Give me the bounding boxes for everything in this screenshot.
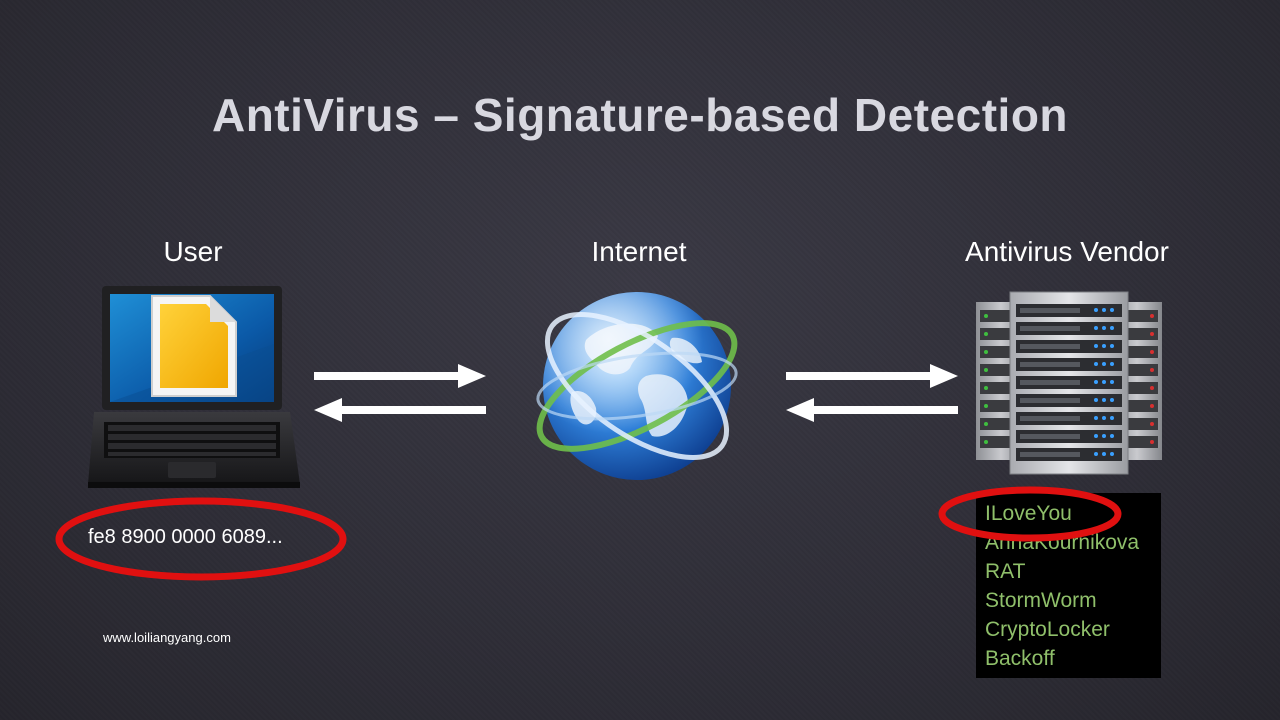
vendor-label: Antivirus Vendor: [965, 236, 1169, 267]
signature-item: CryptoLocker: [985, 618, 1110, 641]
slide-title: AntiVirus – Signature-based Detection: [211, 89, 1069, 141]
arrow-internet-to-user: [314, 398, 486, 422]
server-rack-icon: [976, 291, 1162, 475]
signature-highlight-circle: [938, 486, 1122, 542]
globe-icon: [536, 292, 738, 480]
document-icon: [151, 295, 237, 397]
file-hash-text: fe8 8900 0000 6089...: [88, 526, 283, 548]
arrow-internet-to-vendor: [786, 364, 958, 388]
arrow-user-to-internet: [314, 364, 486, 388]
arrow-vendor-to-internet: [786, 398, 958, 422]
signature-item: StormWorm: [985, 589, 1097, 612]
signature-item: Backoff: [985, 647, 1055, 670]
signature-item: RAT: [985, 560, 1026, 583]
hash-highlight-circle: [55, 497, 347, 581]
internet-label: Internet: [591, 236, 687, 267]
signature-database-list: ILoveYou AnnaKournikova RAT StormWorm Cr…: [976, 493, 1161, 678]
signature-item: ILoveYou: [985, 502, 1072, 525]
footer-url: www.loiliangyang.com: [103, 630, 231, 645]
user-label: User: [163, 236, 223, 267]
